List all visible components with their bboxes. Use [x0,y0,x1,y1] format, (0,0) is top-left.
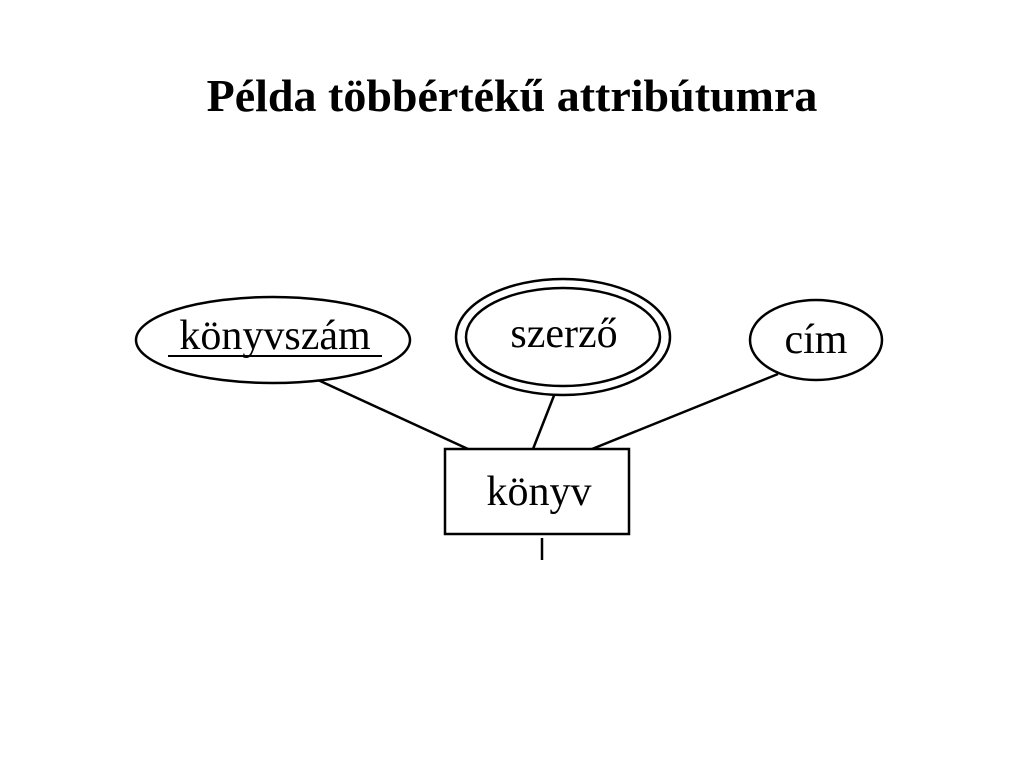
entity-box [443,447,631,536]
attribute-label: cím [785,317,848,363]
attribute-ellipse [134,295,412,385]
attribute-cim: cím [748,298,884,382]
attribute-label: szerző [510,311,617,357]
attribute-konyvszam: könyvszám [134,295,412,385]
connector-szerzo [531,392,557,450]
attribute-inner-ellipse [464,286,662,388]
connector-konyvszam [317,378,469,451]
attribute-ellipse [748,298,884,382]
connectors [317,372,779,560]
attribute-szerzo: szerző [454,277,672,397]
attribute-label: könyvszám [179,313,371,359]
connector-cim [591,372,779,451]
entity-label: könyv [487,469,592,515]
slide-title: Példa többértékű attribútumra [206,70,818,121]
entity-konyv: könyv [443,447,631,536]
